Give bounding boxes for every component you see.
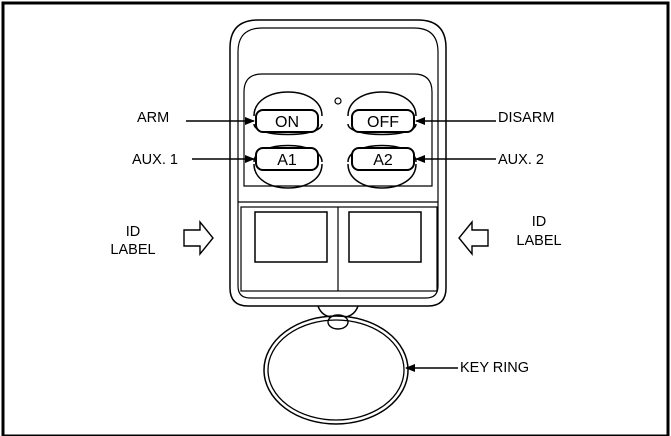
key-ring	[263, 305, 409, 425]
id-label-left-line1: ID	[126, 224, 141, 240]
off-button-label: OFF	[367, 114, 399, 131]
on-button-label: ON	[275, 114, 299, 131]
aux2-label: AUX. 2	[498, 152, 544, 168]
arrow-left-icon	[458, 220, 489, 256]
id-label-left-line2: LABEL	[110, 242, 155, 258]
led-indicator-icon	[334, 97, 342, 105]
a1-button-label: A1	[277, 152, 297, 169]
a1-button[interactable]: A1	[253, 144, 323, 189]
off-button[interactable]: OFF	[347, 91, 417, 136]
aux1-label: AUX. 1	[132, 152, 178, 168]
id-label-right-line1: ID	[532, 214, 547, 230]
a2-button-label: A2	[373, 152, 393, 169]
id-label-window-left	[254, 211, 328, 263]
disarm-label: DISARM	[498, 110, 554, 126]
id-label-windows	[240, 206, 438, 292]
arrow-right-icon	[183, 220, 214, 256]
id-label-window-right	[348, 211, 422, 263]
on-button[interactable]: ON	[253, 91, 323, 136]
a2-button[interactable]: A2	[347, 144, 417, 189]
key-ring-label: KEY RING	[460, 360, 529, 376]
arm-label: ARM	[137, 110, 169, 126]
id-label-right-line2: LABEL	[516, 233, 561, 249]
